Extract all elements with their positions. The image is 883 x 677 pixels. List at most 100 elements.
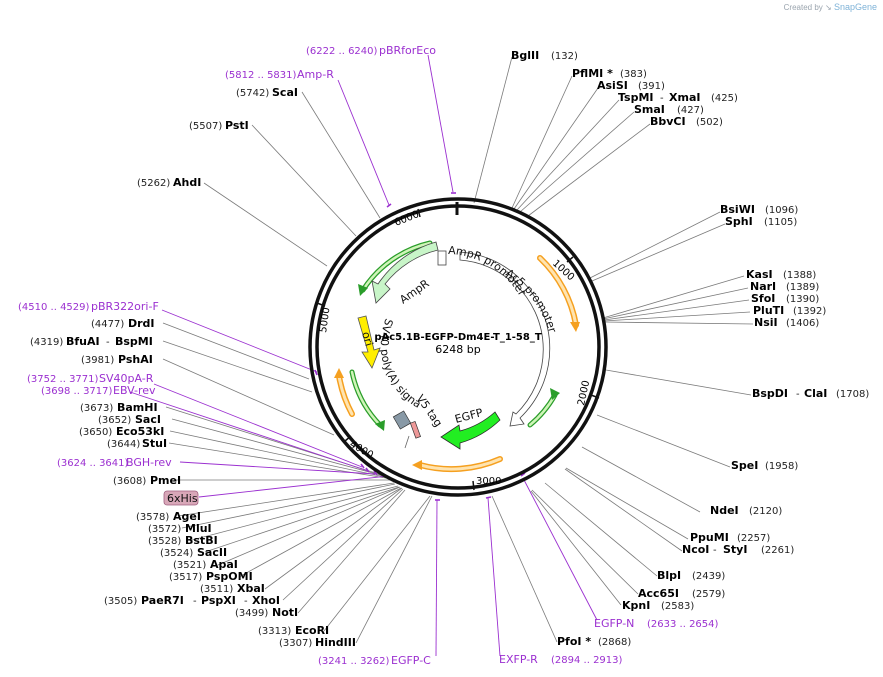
site-position: (1958) xyxy=(765,461,798,472)
primer-label: EBV-rev xyxy=(113,384,156,397)
orange-arrowhead-3 xyxy=(334,368,344,378)
site-separator: - xyxy=(106,337,110,348)
site-label: BsiWI xyxy=(720,203,755,216)
ac5-promoter-arrow xyxy=(509,278,551,427)
site-position: (1105) xyxy=(764,217,797,228)
site-position: (2439) xyxy=(692,571,725,582)
site-label: PfoI * xyxy=(557,635,591,648)
site-position: (1406) xyxy=(786,318,819,329)
primer-range: (3752 .. 3771) xyxy=(27,374,99,385)
ori-label: ori xyxy=(359,330,375,347)
primer-range: (4510 .. 4529) xyxy=(18,302,90,313)
site-position: (1392) xyxy=(793,306,826,317)
site-position: (391) xyxy=(638,81,665,92)
site-position: (3652) xyxy=(98,415,131,426)
site-label: SfoI xyxy=(751,292,775,305)
site-position: (2579) xyxy=(692,589,725,600)
site-label: SacII xyxy=(197,546,227,559)
ac5-promoter-label: Ac5 promoter xyxy=(503,267,559,335)
site-position: (5507) xyxy=(189,121,222,132)
site-position: (2120) xyxy=(749,506,782,517)
site-label: PstI xyxy=(225,119,249,132)
sv40-box xyxy=(392,410,412,430)
primer-ticks xyxy=(314,192,526,501)
site-label: MluI xyxy=(185,522,212,535)
site-label: BlpI xyxy=(657,569,681,582)
site-label: TspMI xyxy=(618,91,654,104)
plasmid-size: 6248 bp xyxy=(435,343,480,356)
site-position: (5742) xyxy=(236,88,269,99)
site-position: (1096) xyxy=(765,205,798,216)
site-position: (1708) xyxy=(836,389,869,400)
primer-label: EXFP-R xyxy=(499,653,538,666)
site-separator: - xyxy=(660,93,664,104)
site-position: (3981) xyxy=(81,355,114,366)
site-label: PflMI * xyxy=(572,67,613,80)
site-position: (427) xyxy=(677,105,704,116)
site-position: (1389) xyxy=(786,282,819,293)
site-position: (425) xyxy=(711,93,738,104)
site-labels-right: BglII (132) PflMI * (383) AsiSI (391) Ts… xyxy=(511,49,869,648)
site-position: (3644) xyxy=(107,439,140,450)
site-label: DrdI xyxy=(128,317,155,330)
site-label: XhoI xyxy=(252,594,280,607)
site-position: (3521) xyxy=(173,560,206,571)
site-position: (383) xyxy=(620,69,647,80)
site-position: (3608) xyxy=(113,476,146,487)
site-label: SacI xyxy=(135,413,161,426)
tick-label-5000: 5000 xyxy=(318,307,332,334)
orange-arrowhead-1 xyxy=(570,322,580,332)
primer-label: pBRforEco xyxy=(379,44,436,57)
primer-lines xyxy=(129,54,598,657)
site-label: PpuMI xyxy=(690,531,729,544)
sv40-label: SV40 poly(A) signal xyxy=(0,0,423,411)
site-label: NsiI xyxy=(754,316,778,329)
plasmid-backbone xyxy=(308,197,608,497)
site-position: (2257) xyxy=(737,533,770,544)
site-position: (3650) xyxy=(79,427,112,438)
site-label: NdeI xyxy=(710,504,739,517)
site-label: XmaI xyxy=(669,91,700,104)
primer-label: Amp-R xyxy=(297,68,334,81)
site-label: StyI xyxy=(723,543,747,556)
egfp-arrow xyxy=(440,411,501,450)
ampr-promoter-box xyxy=(437,250,447,266)
site-position: (502) xyxy=(696,117,723,128)
green-arrowhead-3 xyxy=(375,420,385,431)
primer-range: (3241 .. 3262) xyxy=(318,656,390,667)
site-label: SphI xyxy=(725,215,753,228)
green-arrowhead-1 xyxy=(358,284,368,296)
site-label: HindIII xyxy=(315,636,356,649)
site-separator: - xyxy=(193,596,197,607)
ampr-arrow xyxy=(371,241,439,304)
snapgene-credit: Created by ↘ SnapGene xyxy=(784,2,877,12)
snapgene-logo-icon: ↘ xyxy=(825,3,832,12)
primer-label: SV40pA-R xyxy=(99,372,154,385)
ampr-promoter-label: AmpR promoter xyxy=(448,244,529,299)
site-label: PmeI xyxy=(150,474,181,487)
primer-range: (6222 .. 6240) xyxy=(306,46,378,57)
site-position: (3528) xyxy=(148,536,181,547)
site-position: (3307) xyxy=(279,638,312,649)
primer-label: EGFP-C xyxy=(391,654,431,667)
site-label: ClaI xyxy=(804,387,827,400)
6xhis-tag-box xyxy=(163,490,199,506)
site-position: (3673) xyxy=(80,403,113,414)
site-separator: - xyxy=(796,389,800,400)
site-position: (3524) xyxy=(160,548,193,559)
site-label: BglII xyxy=(511,49,539,62)
green-arrowhead-2 xyxy=(550,388,560,400)
primer-labels: (6222 .. 6240) pBRforEco (5812 .. 5831) … xyxy=(18,44,719,667)
site-position: (2868) xyxy=(598,637,631,648)
site-position: (2583) xyxy=(661,601,694,612)
site-label: NarI xyxy=(750,280,776,293)
site-label: BstBI xyxy=(185,534,218,547)
site-separator: - xyxy=(713,545,717,556)
primer-range: (5812 .. 5831) xyxy=(225,70,297,81)
site-label: PshAI xyxy=(118,353,153,366)
green-segments xyxy=(349,240,558,428)
primer-range: (3698 .. 3717) xyxy=(41,386,113,397)
site-label: BfuAI xyxy=(66,335,100,348)
credit-prefix: Created by xyxy=(783,3,823,12)
6xhis-tag-label: 6xHis xyxy=(167,492,198,505)
